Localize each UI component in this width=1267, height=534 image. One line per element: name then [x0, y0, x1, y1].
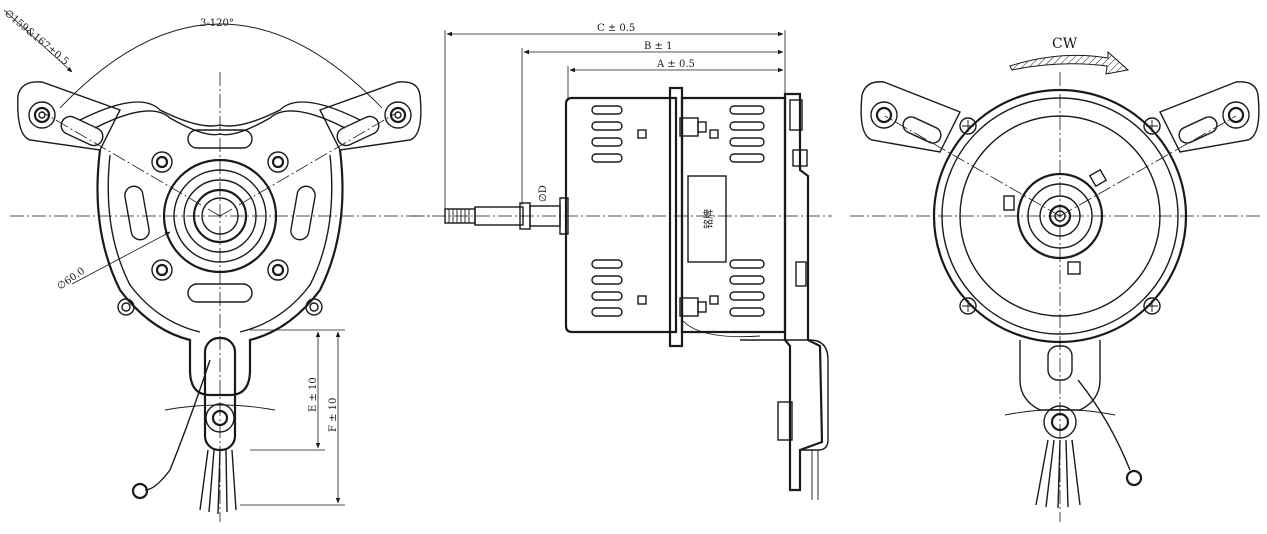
- dim-c-label: C ± 0.5: [597, 23, 635, 34]
- nameplate: [687, 175, 727, 263]
- angle-label: 3-120°: [200, 18, 234, 29]
- rear-mounting-lug-left: [860, 81, 961, 153]
- front-top-rib: [79, 101, 361, 127]
- dim-a-label: A ± 0.5: [656, 59, 695, 70]
- front-hub-bolts: [117, 151, 323, 316]
- front-bearing-outer: [183, 179, 257, 253]
- dim-e-label: E ± 10: [308, 377, 319, 412]
- front-hub-outer: [162, 158, 278, 274]
- bolt-circle-label: ∅159&167±0.5: [2, 8, 70, 68]
- mounting-lug-right: [319, 81, 422, 151]
- front-slots: [60, 115, 380, 303]
- front-hub-ring: [173, 169, 267, 263]
- mounting-flange: [668, 86, 684, 348]
- front-bearing-inner: [192, 188, 248, 244]
- front-inner-shell: [107, 154, 333, 333]
- vent-slots-rear: [709, 105, 765, 317]
- front-shaft-bore: [201, 197, 239, 235]
- motor-body-front: [564, 96, 678, 334]
- dim-f-label: F ± 10: [328, 398, 339, 432]
- mounting-lug-left: [17, 81, 121, 151]
- rear-bearing-inner: [1039, 195, 1081, 237]
- flange-bolts: [679, 117, 707, 317]
- side-view: C ± 0.5 B ± 1 A ± 0.5 ∅D: [410, 23, 832, 500]
- rear-shaft-end: [1048, 204, 1072, 228]
- inner-diameter-label: ∅60.0: [55, 266, 87, 293]
- rear-cover-screws: [959, 117, 1161, 315]
- rear-view: CW: [850, 36, 1262, 522]
- rear-radial-centerline-left: [884, 115, 1061, 217]
- rear-bearing-ring: [1027, 183, 1093, 249]
- front-radial-centerline-right: [219, 111, 399, 217]
- rear-lead-exit: [1004, 340, 1143, 509]
- rear-mounting-lug-right: [1159, 81, 1260, 153]
- front-view: 3-120° ∅159&167±0.5: [2, 8, 430, 522]
- rotation-label: CW: [1052, 36, 1078, 52]
- rear-bearing-housing: [1016, 172, 1104, 260]
- rear-cover: [681, 92, 829, 500]
- vent-slots-front: [591, 105, 647, 317]
- shaft-diameter-label: ∅D: [538, 185, 549, 202]
- front-lead-exit: [131, 336, 276, 515]
- inner-diameter-leader: [71, 231, 171, 285]
- rotation-arrow-icon: [1009, 50, 1130, 75]
- front-outer-shell: [96, 149, 344, 397]
- rear-end-cover-inner: [959, 115, 1161, 317]
- rear-shaft-center: [1054, 210, 1066, 222]
- bolt-circle-leader: [3, 9, 73, 73]
- front-radial-centerline-left: [41, 111, 221, 217]
- rear-end-cover-ring: [941, 97, 1179, 335]
- front-top-rib-inner: [94, 110, 346, 136]
- dim-b-label: B ± 1: [644, 41, 672, 52]
- angle-arc: [59, 23, 383, 109]
- rear-cover-marks: [1003, 168, 1108, 275]
- nameplate-text: 铭牌: [702, 209, 715, 229]
- rear-end-cover-outer: [932, 88, 1188, 344]
- rear-radial-centerline-right: [1059, 115, 1237, 217]
